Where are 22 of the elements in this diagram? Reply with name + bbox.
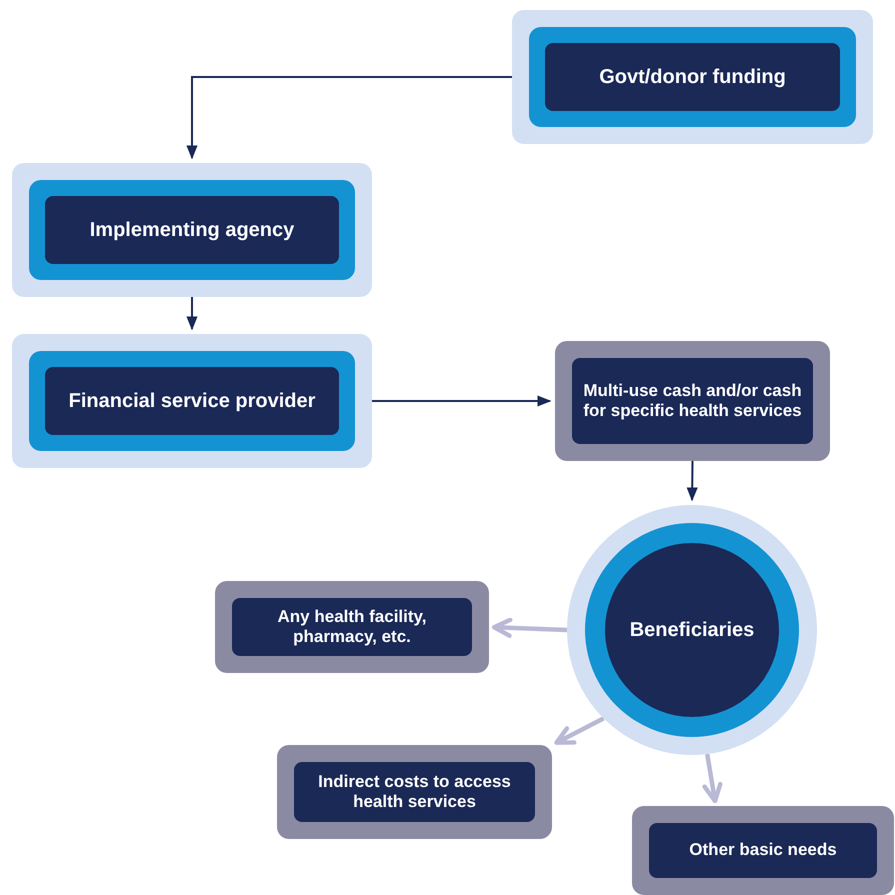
node-label: Implementing agency bbox=[88, 218, 296, 243]
node-label: Any health facility, pharmacy, etc. bbox=[276, 606, 428, 648]
node-label: Multi-use cash and/or cash for specific health services bbox=[582, 380, 803, 422]
process-box bbox=[277, 745, 552, 839]
arrow bbox=[492, 618, 568, 638]
process-box bbox=[512, 10, 873, 144]
process-box bbox=[12, 163, 372, 297]
arrow bbox=[372, 395, 552, 407]
process-box bbox=[215, 581, 489, 673]
node-label: Govt/donor funding bbox=[598, 65, 787, 90]
arrow bbox=[702, 754, 722, 804]
node-label: Financial service provider bbox=[68, 389, 316, 414]
process-box bbox=[555, 341, 830, 461]
arrow bbox=[686, 460, 698, 502]
node-label: Beneficiaries bbox=[628, 618, 756, 643]
node-label: Other basic needs bbox=[688, 839, 838, 862]
arrow bbox=[186, 297, 198, 330]
node-label: Indirect costs to access health services bbox=[317, 770, 512, 813]
arrow bbox=[554, 716, 605, 745]
arrow bbox=[186, 76, 512, 160]
process-box bbox=[12, 334, 372, 468]
process-box bbox=[632, 806, 894, 895]
